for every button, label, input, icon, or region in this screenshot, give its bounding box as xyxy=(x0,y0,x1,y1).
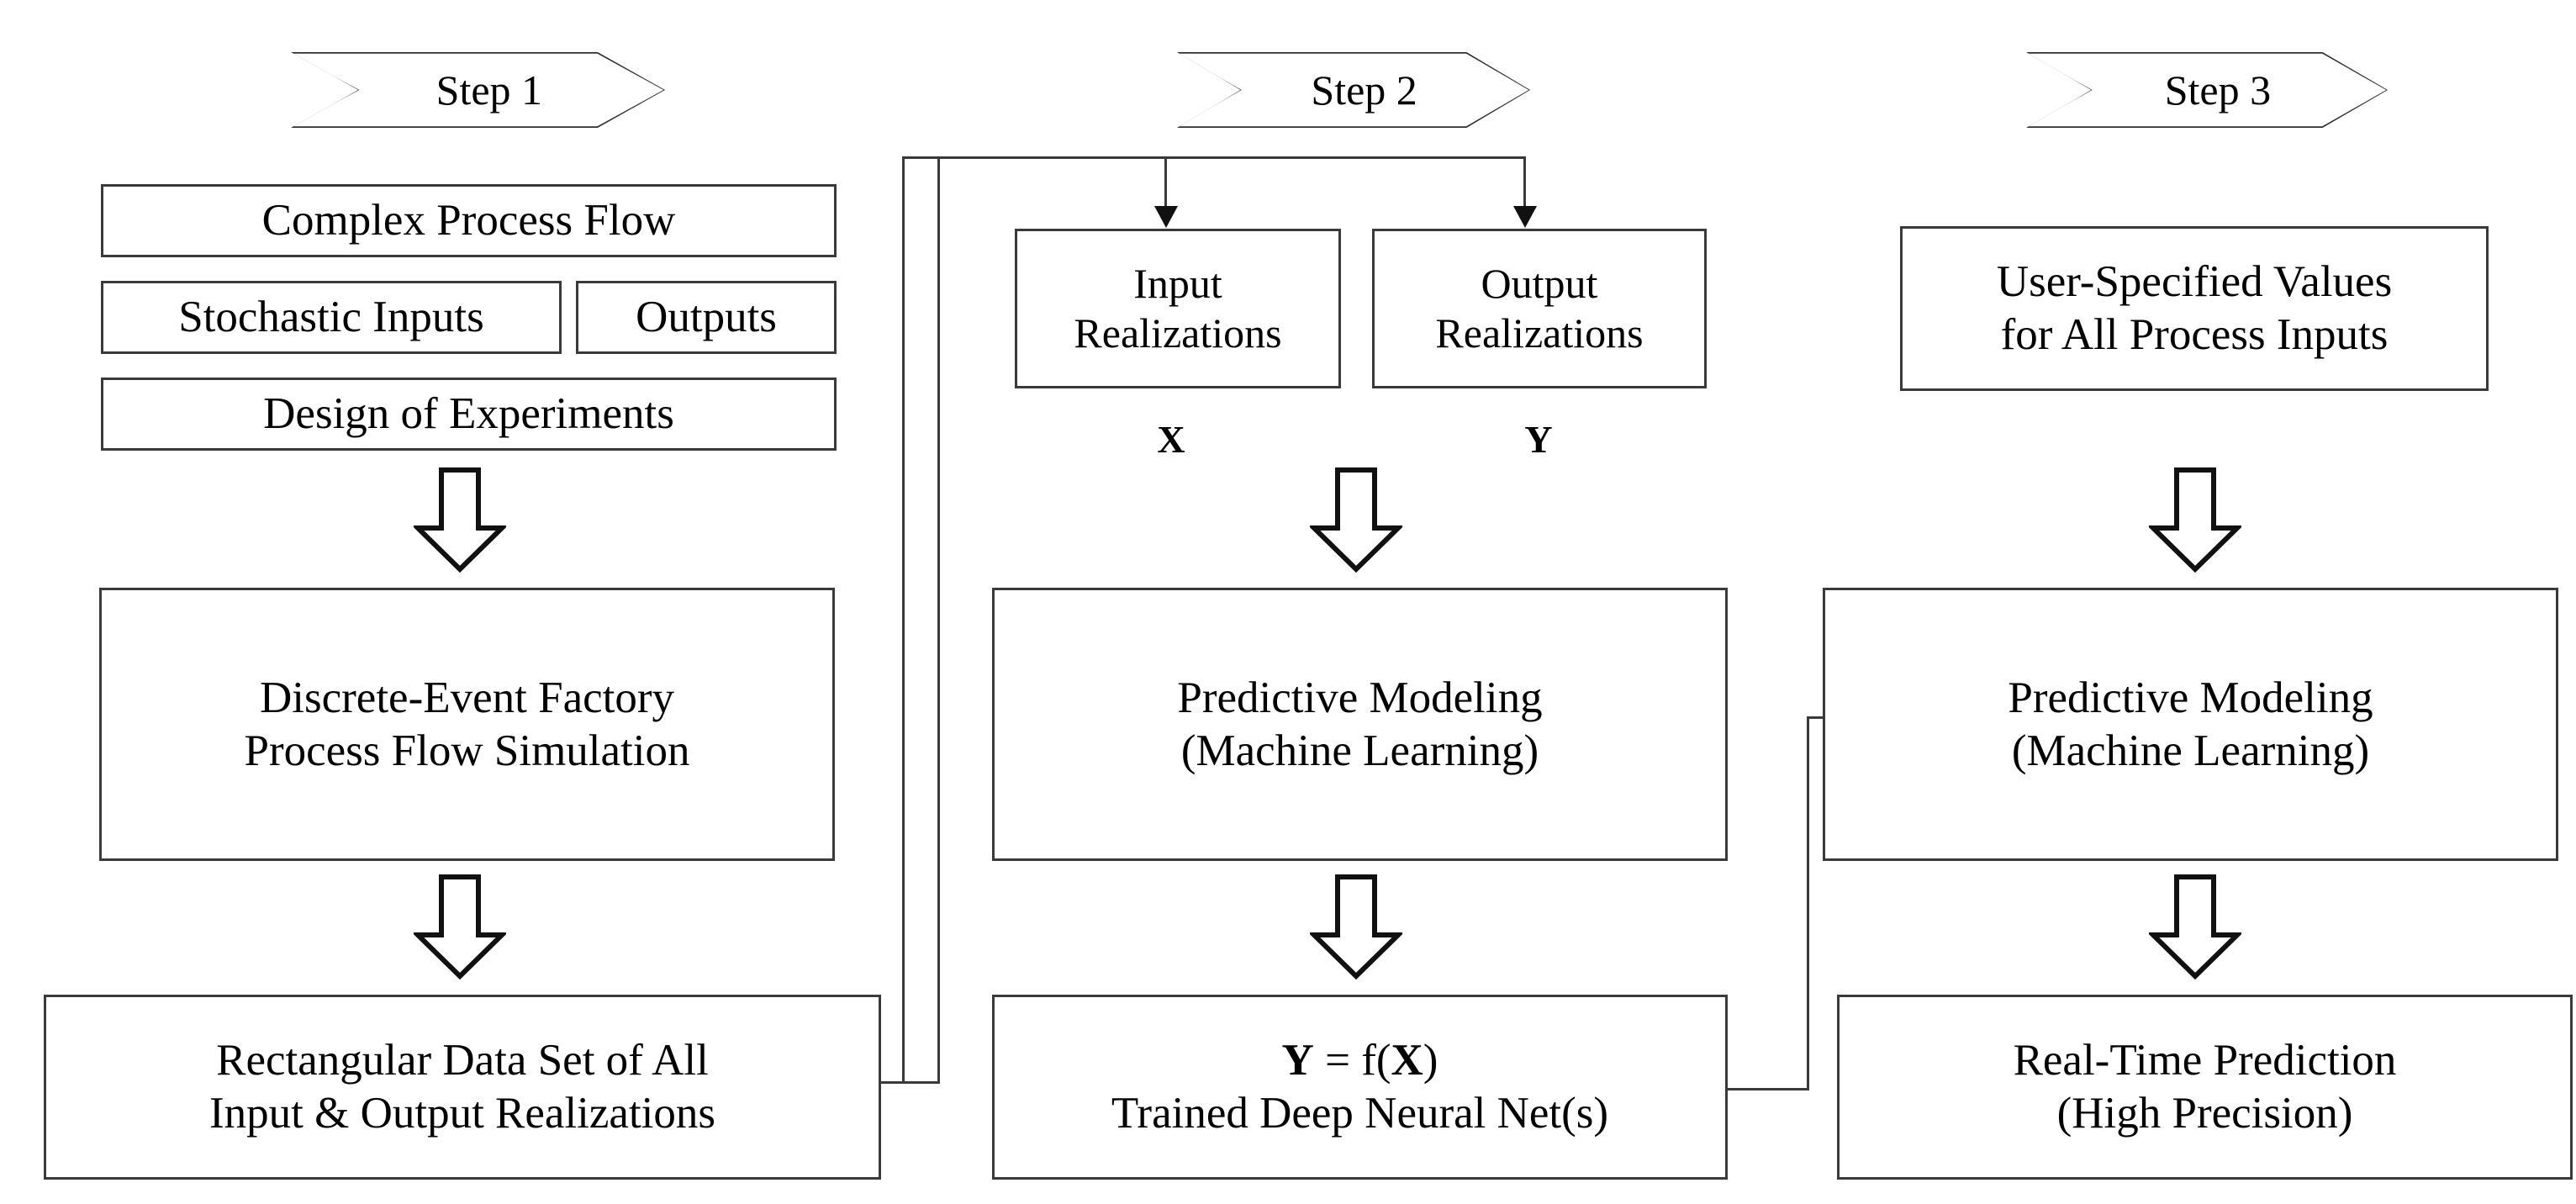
step-banner-3-label: Step 3 xyxy=(2164,66,2272,114)
equation-x: X xyxy=(1391,1036,1423,1085)
pm2-line-1: Predictive Modeling xyxy=(1177,673,1543,722)
label-x-vector: X xyxy=(1157,418,1185,461)
box-output-realizations-label: Output Realizations xyxy=(1375,259,1704,358)
block-down-arrow-icon xyxy=(414,874,506,980)
connector-drop-input xyxy=(1164,156,1167,209)
rt-line-1: Real-Time Prediction xyxy=(2013,1036,2397,1085)
box-complex-process-flow: Complex Process Flow xyxy=(101,184,837,257)
equation-close: ) xyxy=(1423,1036,1438,1085)
box-input-realizations: Input Realizations xyxy=(1015,229,1341,388)
output-real-line-2: Realizations xyxy=(1435,309,1644,356)
box-discrete-event-simulation-label: Discrete-Event Factory Process Flow Simu… xyxy=(102,672,832,777)
usv-line-1: User-Specified Values xyxy=(1996,257,2393,307)
pm2-line-2: (Machine Learning) xyxy=(1180,726,1539,775)
box-design-of-experiments: Design of Experiments xyxy=(101,378,837,451)
rt-line-2: (High Precision) xyxy=(2056,1089,2353,1138)
box-output-realizations: Output Realizations xyxy=(1372,229,1707,388)
step-banner-2-label: Step 2 xyxy=(1311,66,1417,114)
block-down-arrow-icon xyxy=(2149,874,2241,980)
equation-eq: = f( xyxy=(1313,1036,1391,1085)
connector-dataset-stub xyxy=(879,1081,940,1084)
block-down-arrow-icon xyxy=(414,467,506,573)
output-real-line-1: Output xyxy=(1481,260,1598,307)
equation-y: Y xyxy=(1281,1036,1314,1085)
step-banner-1: Step 1 xyxy=(291,52,665,128)
arrowhead-down-icon xyxy=(1154,206,1178,228)
box-rectangular-dataset-label: Rectangular Data Set of All Input & Outp… xyxy=(46,1034,879,1139)
box-complex-process-flow-label: Complex Process Flow xyxy=(261,196,676,246)
box-outputs: Outputs xyxy=(576,281,837,354)
box-realtime-prediction-label: Real-Time Prediction (High Precision) xyxy=(1840,1034,2570,1139)
box-trained-neural-net-label: Y = f(X) Trained Deep Neural Net(s) xyxy=(995,1034,1725,1139)
pm3-line-2: (Machine Learning) xyxy=(2011,726,2370,775)
sim-line-2: Process Flow Simulation xyxy=(244,726,690,775)
box-predictive-modeling-step3-label: Predictive Modeling (Machine Learning) xyxy=(1825,672,2556,777)
step-banner-1-label: Step 1 xyxy=(435,66,543,114)
arrowhead-down-icon xyxy=(1513,206,1537,228)
block-down-arrow-icon xyxy=(1310,467,1402,573)
dataset-line-2: Input & Output Realizations xyxy=(209,1089,716,1138)
box-predictive-modeling-step3: Predictive Modeling (Machine Learning) xyxy=(1823,588,2558,861)
pm3-line-1: Predictive Modeling xyxy=(2008,673,2373,722)
box-predictive-modeling-step2: Predictive Modeling (Machine Learning) xyxy=(992,588,1728,861)
box-user-specified-values-label: User-Specified Values for All Process In… xyxy=(1903,256,2486,361)
connector-net-out-stub xyxy=(1725,1088,1809,1090)
equation-line: Y = f(X) xyxy=(1003,1034,1717,1087)
box-design-of-experiments-label: Design of Experiments xyxy=(263,389,674,439)
connector-drop-output xyxy=(1523,156,1526,209)
box-stochastic-inputs: Stochastic Inputs xyxy=(101,281,562,354)
box-discrete-event-simulation: Discrete-Event Factory Process Flow Simu… xyxy=(99,588,835,861)
box-user-specified-values: User-Specified Values for All Process In… xyxy=(1900,226,2489,391)
connector-vline-inner xyxy=(937,156,940,1083)
connector-vline-outer xyxy=(902,156,905,1083)
box-input-realizations-label: Input Realizations xyxy=(1017,259,1338,358)
label-y-vector: Y xyxy=(1524,418,1553,461)
sim-line-1: Discrete-Event Factory xyxy=(260,673,674,722)
box-realtime-prediction: Real-Time Prediction (High Precision) xyxy=(1837,995,2573,1180)
trained-net-line: Trained Deep Neural Net(s) xyxy=(1111,1089,1609,1138)
input-real-line-2: Realizations xyxy=(1074,309,1282,356)
step-banner-3: Step 3 xyxy=(2026,52,2388,128)
box-stochastic-inputs-label: Stochastic Inputs xyxy=(178,293,484,342)
block-down-arrow-icon xyxy=(2149,467,2241,573)
box-predictive-modeling-step2-label: Predictive Modeling (Machine Learning) xyxy=(995,672,1725,777)
box-trained-neural-net: Y = f(X) Trained Deep Neural Net(s) xyxy=(992,995,1728,1180)
input-real-line-1: Input xyxy=(1133,260,1222,307)
block-down-arrow-icon xyxy=(1310,874,1402,980)
dataset-line-1: Rectangular Data Set of All xyxy=(216,1036,709,1085)
box-rectangular-dataset: Rectangular Data Set of All Input & Outp… xyxy=(44,995,881,1180)
usv-line-2: for All Process Inputs xyxy=(2000,310,2389,359)
box-outputs-label: Outputs xyxy=(636,293,777,342)
connector-net-vertical xyxy=(1807,716,1809,1090)
step-banner-2: Step 2 xyxy=(1177,52,1530,128)
connector-top-horizontal-output xyxy=(937,156,1526,159)
